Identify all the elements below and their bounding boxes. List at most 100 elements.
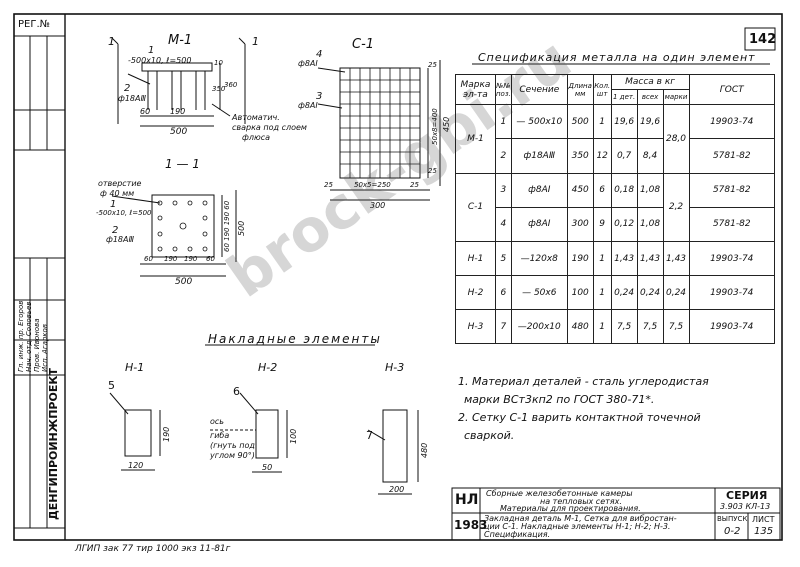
cell-mass-mark: 2,2: [662, 172, 690, 242]
sec11-dim: 500: [175, 277, 193, 287]
s1-bar: ф8АⅠ: [298, 101, 318, 110]
cell-qty: 1: [592, 103, 612, 140]
s1-bar: ф8АⅠ: [298, 59, 318, 68]
cell-gost: 19903-74: [688, 241, 775, 276]
cell-qty: 1: [592, 275, 612, 310]
m1-num: 1: [148, 45, 155, 56]
cell-gost: 19903-74: [688, 275, 775, 310]
table-row: С-1 3 ф8АⅠ 450 6 0,18 1,08 2,2 5781-82: [455, 172, 775, 242]
m1-title: М-1: [168, 33, 193, 48]
n2-dim: 50: [262, 463, 273, 472]
cell-mark: Н-3: [455, 309, 496, 344]
footer-note: ЛГИП зак 77 тир 1000 экз 11-81г: [75, 544, 231, 554]
cell-mass-all: 19,6: [636, 103, 664, 140]
cell-qty: 1: [592, 241, 612, 276]
n2-dim: 100: [289, 428, 298, 444]
table-row: 2 ф18АⅢ 350 12 0,7 8,4 5781-82: [456, 138, 775, 174]
cell-section: — 500x10: [510, 103, 568, 140]
n2-axis-note: ось: [210, 417, 225, 426]
ref-no-label: РЕГ.№: [18, 19, 51, 30]
col-header-gost: ГОСТ: [688, 74, 775, 105]
cell-section: ф18АⅢ: [510, 138, 568, 174]
sec11-plate: -500x10, ℓ=500: [96, 209, 152, 217]
cell-mass-mark: 0,24: [662, 275, 690, 310]
cell-mass-all: 1,08: [636, 206, 664, 243]
note-line: марки ВСт3кп2 по ГОСТ 380-71*.: [464, 393, 655, 406]
m1-dim: 500: [170, 127, 188, 137]
cell-mass-all: 1,43: [636, 241, 664, 276]
cell-mass-all: 8,4: [636, 138, 664, 174]
cell-mark: М-1: [455, 104, 496, 174]
cell-pos: 4: [494, 206, 512, 243]
m1-bar-label: ф18АⅢ: [118, 94, 147, 103]
embedded-title: Накладные элементы: [208, 332, 382, 346]
cell-mass-one: 0,7: [610, 138, 638, 174]
cell-gost: 5781-82: [688, 172, 775, 208]
table-row: Н-1 5 —120x8 190 1 1,43 1,43 1,43 19903-…: [455, 241, 775, 276]
n1-title: Н-1: [125, 361, 145, 374]
cell-gost: 19903-74: [688, 103, 775, 140]
cell-mass-mark: 1,43: [662, 241, 690, 276]
cell-pos: 6: [494, 275, 512, 310]
m1-num: 2: [124, 83, 131, 94]
note-line: 2. Сетку С-1 варить контактной точечной: [458, 411, 701, 424]
stamp-row: Исп. Агарков: [41, 324, 49, 372]
cell-gost: 5781-82: [688, 138, 775, 174]
n1-dim: 190: [162, 426, 171, 442]
n2-title: Н-2: [258, 361, 278, 374]
col-header-mass-one: 1 дет.: [610, 89, 638, 105]
col-header-mark: Марка эл-та: [455, 74, 496, 105]
cell-gost: 5781-82: [688, 206, 775, 243]
n3-num: 7: [366, 429, 373, 442]
m1-dim: 350: [212, 85, 226, 93]
series-label: СЕРИЯ: [726, 489, 768, 502]
cell-mass-all: 0,24: [636, 275, 664, 310]
col-header-pos: №№ поз.: [494, 74, 512, 105]
m1-dim: 190: [170, 107, 186, 116]
hole-note: отверстие: [98, 179, 142, 188]
cell-length: 480: [566, 309, 594, 344]
table-row: 4 ф8АⅠ 300 9 0,12 1,08 5781-82: [456, 206, 775, 243]
n2-num: 6: [233, 385, 240, 398]
title-block-content: ции С-1. Накладные элементы Н-1; Н-2; Н-…: [484, 522, 671, 531]
s1-dim: 25: [410, 181, 419, 189]
sheet-value: 135: [754, 526, 774, 537]
weld-note: флюса: [242, 133, 270, 142]
n3-dim: 200: [389, 485, 405, 494]
title-block-content: Закладная деталь М-1, Сетка для виброста…: [484, 514, 677, 523]
col-header-mass-mark: марки: [662, 89, 690, 105]
cell-mass-one: 1,43: [610, 241, 638, 276]
s1-dim: 25: [428, 61, 437, 69]
s1-title: С-1: [352, 37, 375, 52]
weld-note: сварка под слоем: [232, 123, 307, 132]
table-row: Н-3 7 —200x10 480 1 7,5 7,5 7,5 19903-74: [455, 309, 775, 344]
cell-section: ф8АⅠ: [510, 172, 568, 208]
title-block-desc: на тепловых сетях.: [540, 497, 622, 506]
m1-dim: 10: [214, 59, 223, 67]
n1-num: 5: [108, 379, 115, 392]
col-header-mass: Масса в кг: [610, 74, 690, 90]
cell-pos: 3: [494, 172, 512, 208]
cell-mass-one: 0,12: [610, 206, 638, 243]
m1-plate-label: -500x10, ℓ=500: [128, 56, 192, 65]
note-line: 1. Материал деталей - сталь углеродистая: [458, 375, 709, 388]
sec11-bar: ф18АⅢ: [106, 235, 135, 244]
cell-qty: 1: [592, 309, 612, 344]
cell-section: —200x10: [510, 309, 568, 344]
col-header-mass-all: всех: [636, 89, 664, 105]
col-header-length: Длина мм: [566, 74, 594, 105]
sec11-title: 1 — 1: [165, 157, 200, 171]
sec11-num: 2: [112, 225, 119, 236]
cell-mark: Н-2: [455, 275, 496, 310]
sec11-dim: 190: [184, 255, 198, 263]
title-block-desc: Материалы для проектирования.: [500, 504, 641, 513]
col-header-qty: Кол. шт: [592, 74, 612, 105]
cell-mass-one: 7,5: [610, 309, 638, 344]
cell-section: — 50x6: [510, 275, 568, 310]
s1-num: 4: [316, 49, 323, 60]
cell-mass-mark: 28,0: [662, 104, 690, 174]
series-value: 3.903 КЛ-13: [720, 502, 771, 511]
title-block-desc: Сборные железобетонные камеры: [486, 489, 633, 498]
table-row: Н-2 6 — 50x6 100 1 0,24 0,24 0,24 19903-…: [455, 275, 775, 310]
